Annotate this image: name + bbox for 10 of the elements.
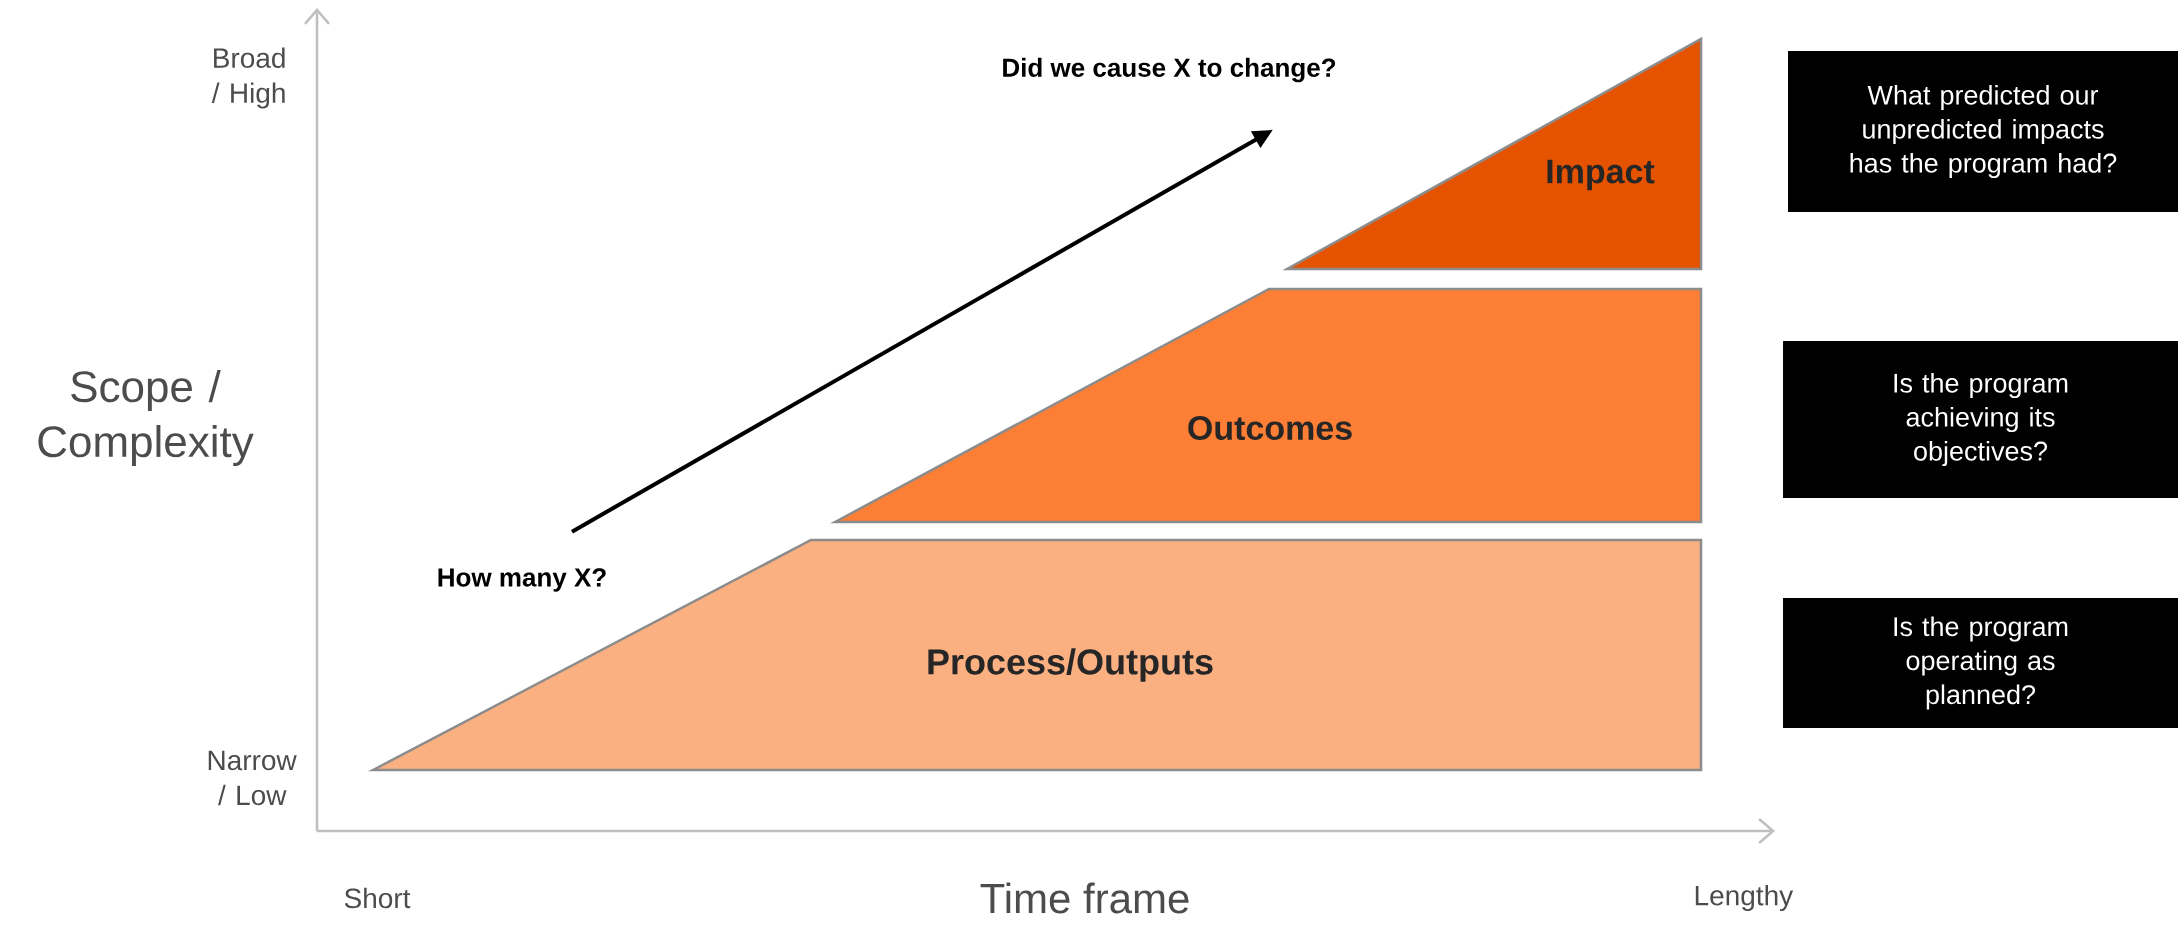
axis-title: Time frame <box>980 882 1189 914</box>
question-box: Is the program operating as planned? <box>1783 598 2178 728</box>
axis-label: Short <box>344 887 411 909</box>
question-box: What predicted our unpredicted impacts has the program had? <box>1788 51 2178 212</box>
question-text: How many X? <box>438 568 606 592</box>
question-box: Is the program achieving its objectives? <box>1783 341 2178 498</box>
axis-label: Lengthy <box>1695 884 1794 912</box>
axis-label: Narrow / Low <box>208 750 297 806</box>
axis-label: Broad / High <box>211 47 285 109</box>
axis-title: Scope / Complexity <box>38 370 254 466</box>
